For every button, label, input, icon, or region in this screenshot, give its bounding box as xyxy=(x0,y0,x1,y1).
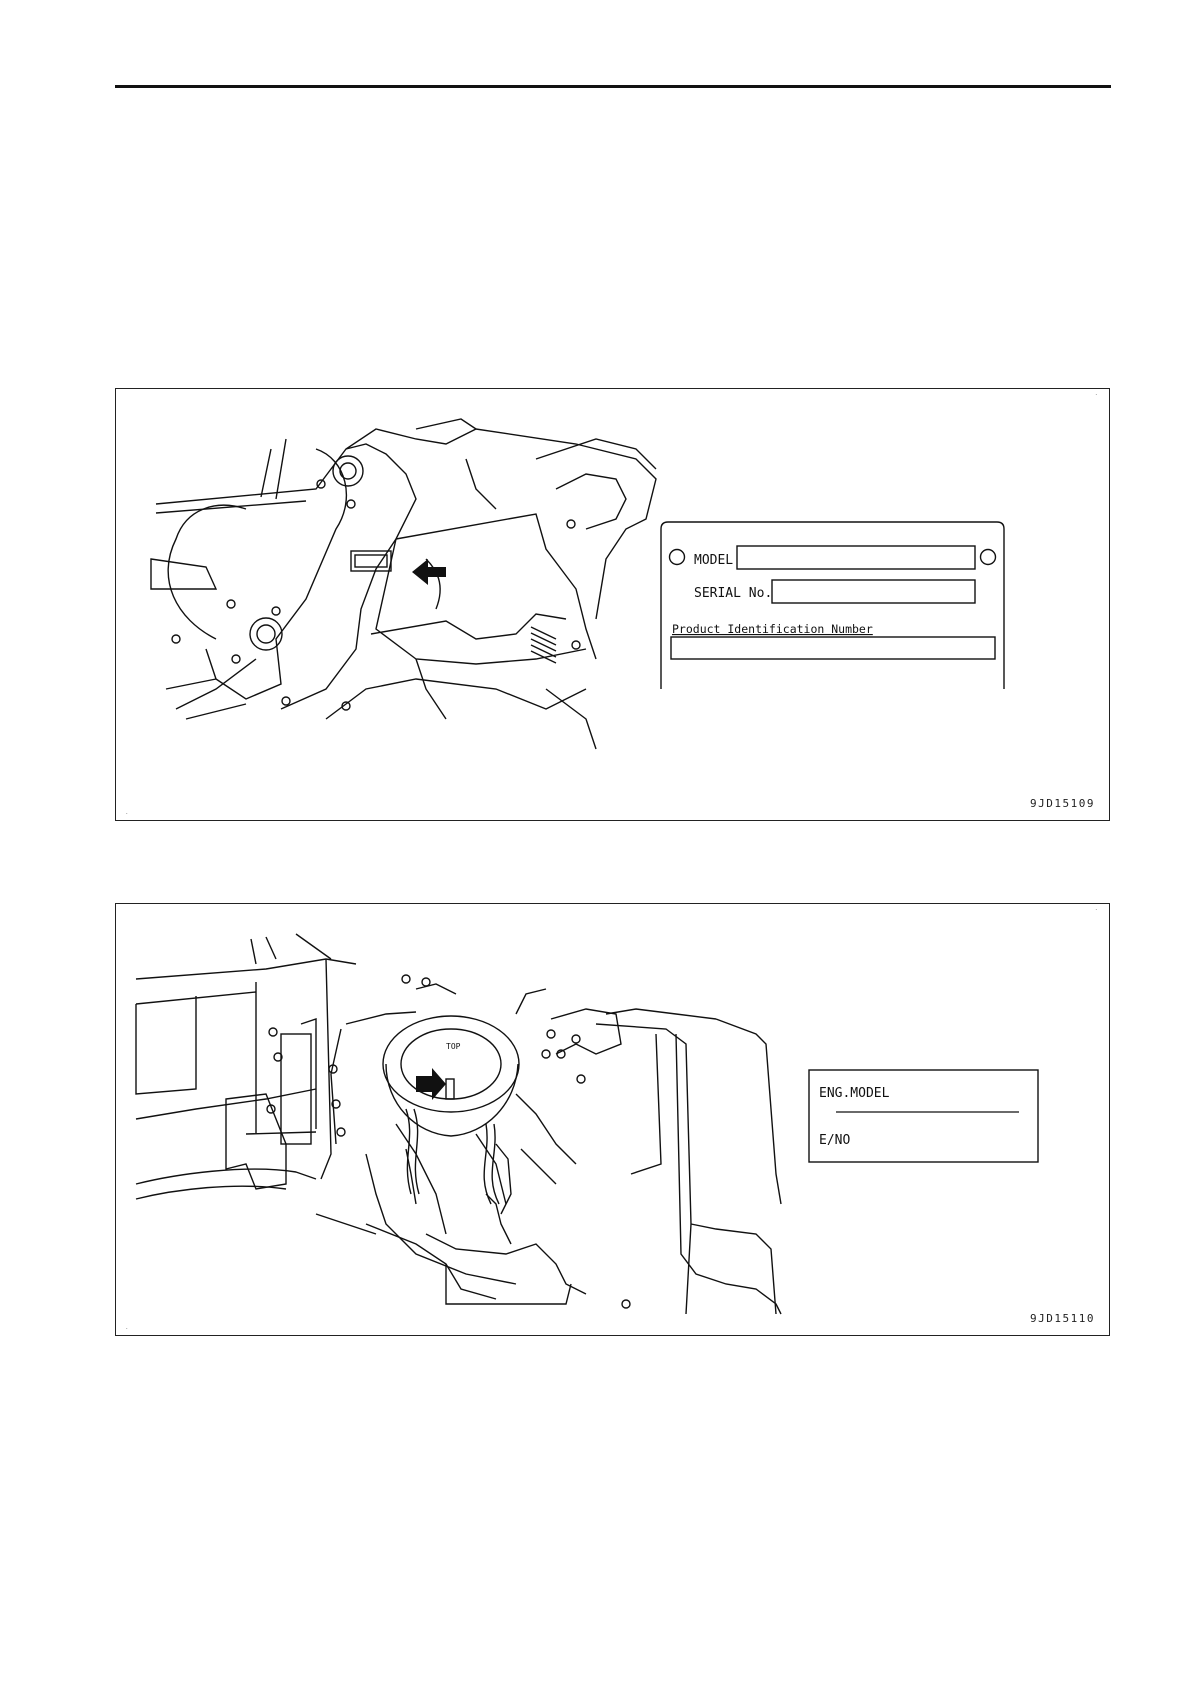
figure-engine-serial-plate: TOP ENG.MODEL E/NO . . 9JD15110 xyxy=(115,903,1110,1336)
arrow-indicator-icon xyxy=(416,1068,446,1100)
corner-mark: . xyxy=(1095,906,1097,912)
engine-top-mark: TOP xyxy=(446,1042,461,1051)
figure-id: 9JD15109 xyxy=(1030,797,1095,810)
corner-mark: . xyxy=(1095,391,1097,397)
corner-mark: . xyxy=(126,810,128,816)
engine-compartment-illustration: TOP xyxy=(116,904,1111,1337)
corner-mark: . xyxy=(126,1325,128,1331)
figure-machine-serial-plate: MODEL SERIAL No. Product Identification … xyxy=(115,388,1110,821)
figure-id: 9JD15110 xyxy=(1030,1312,1095,1325)
machine-frame-illustration xyxy=(116,389,1111,822)
header-rule xyxy=(115,85,1111,88)
